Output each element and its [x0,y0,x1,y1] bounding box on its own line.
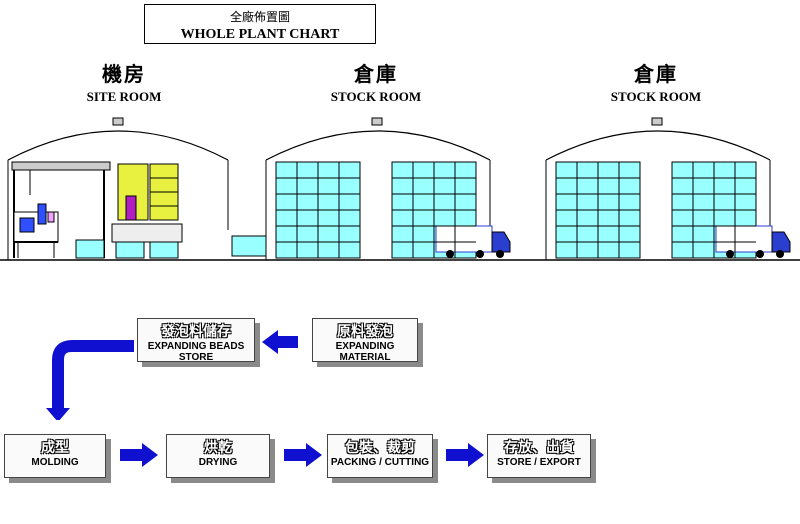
plant-layout-illustration [0,117,800,261]
packing-en: PACKING / CUTTING [330,457,430,468]
store-to-molding-arrowhead [46,408,70,420]
raw-en-1: EXPANDING [335,341,395,352]
drying-zh: 烘乾 [204,440,232,456]
stock-room-1-roof [265,130,491,161]
process-store-export: 存放、出貨 STORE / EXPORT [487,434,591,478]
stock-room-1-zh: 倉庫 [354,62,398,86]
site-room-en: SITE ROOM [86,89,162,104]
title-chinese: 全廠佈置圖 [229,10,290,24]
molding-to-drying-arrow [120,443,158,467]
process-packing-cutting: 包裝、裁剪 PACKING / CUTTING [327,434,433,478]
store-en-1: EXPANDING BEADS [147,341,245,352]
stock-room-label-2: 倉庫 STOCK ROOM [576,58,736,105]
stock-room-1-en: STOCK ROOM [330,89,422,104]
packing-zh: 包裝、裁剪 [345,440,415,456]
molding-zh: 成型 [41,440,69,456]
process-expanding-beads-store: 發泡料儲存 EXPANDING BEADS STORE [137,318,255,363]
export-zh: 存放、出貨 [504,440,574,456]
drying-en: DRYING [198,457,238,468]
stock-room-2-en: STOCK ROOM [610,89,702,104]
process-molding: 成型 MOLDING [4,434,106,478]
site-bin-3 [149,241,179,259]
molding-en: MOLDING [31,457,79,468]
store-to-molding-arrow [52,340,134,412]
plant-chart-title: 全廠佈置圖 WHOLE PLANT CHART [144,4,376,44]
raw-to-store-arrow [262,330,298,354]
raw-zh: 原料發泡 [337,324,393,340]
raw-en-2: MATERIAL [339,352,391,363]
stock-room-2-roof [545,130,771,161]
molding-machine [13,203,59,258]
process-drying: 烘乾 DRYING [166,434,270,478]
drying-to-packing-arrow [284,443,322,467]
process-flow-arrows [46,330,298,420]
stock-room-2-zh: 倉庫 [634,62,678,86]
stock-room-1-vent [371,117,383,126]
export-en: STORE / EXPORT [497,457,581,468]
stock-room-label-1: 倉庫 STOCK ROOM [296,58,456,105]
packing-to-export-arrow [446,443,484,467]
truck-1 [435,225,511,258]
expansion-unit [111,163,183,243]
site-bin-2 [115,241,145,259]
store-en-2: STORE [178,352,214,363]
site-room-label: 機房 SITE ROOM [44,58,204,105]
site-bin-1 [75,239,105,259]
process-expanding-material: 原料發泡 EXPANDING MATERIAL [312,318,418,363]
pallet-bin [231,235,267,257]
rack-grid-lines [276,162,756,258]
truck-2 [715,225,791,258]
site-room-roof [7,130,229,161]
store-zh: 發泡料儲存 [161,324,231,340]
stock-room-2-vent [651,117,663,126]
title-english: WHOLE PLANT CHART [180,27,340,42]
site-room-zh: 機房 [102,62,146,86]
site-room-vent [112,117,124,126]
